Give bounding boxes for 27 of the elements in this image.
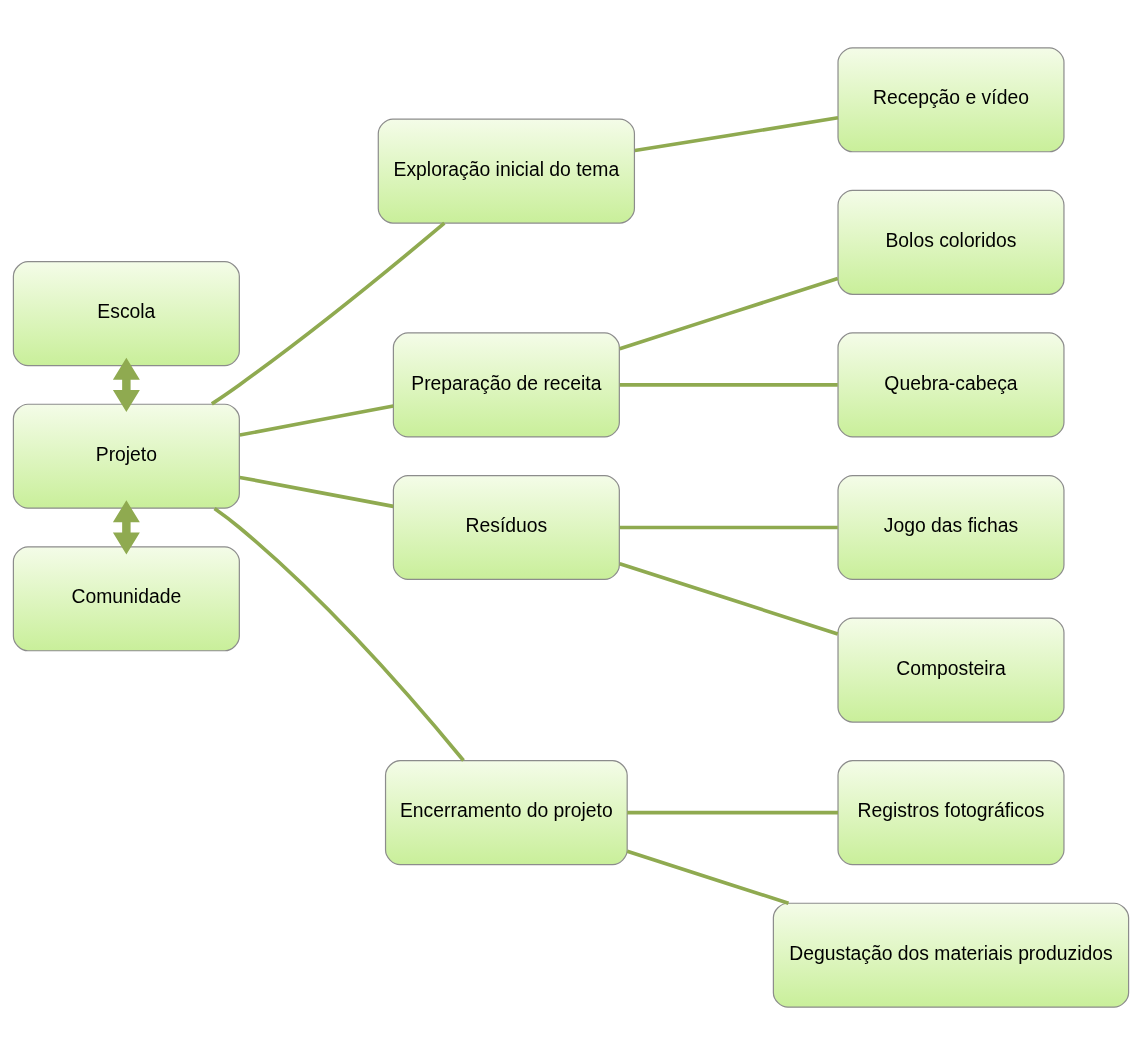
node-box: Escola [12,261,240,367]
connector [619,525,838,530]
connector [619,561,839,636]
connector [619,276,839,351]
node-box: Projeto [12,403,240,509]
node-box: Encerramento do projeto [384,760,628,866]
node-box: Bolos coloridos [837,189,1065,295]
node-box: Quebra-cabeça [837,332,1065,438]
node-box: Jogo das fichas [837,474,1065,581]
node-box: Resíduos [392,474,620,581]
connector [213,507,465,762]
node-box: Recepção e vídeo [837,47,1065,153]
arrow [112,500,140,555]
connector [210,221,446,406]
node-box: Composteira [837,617,1065,723]
connector [626,849,790,905]
node-box: Registros fotográficos [837,760,1065,866]
connector [627,810,838,815]
connector [239,404,394,437]
node-box: Degustação dos materiais produzidos [772,902,1130,1008]
node-box: Exploração inicial do tema [377,118,636,224]
node-box: Comunidade [12,546,240,652]
connector [619,383,838,387]
node-box: Preparação de receita [392,332,620,438]
arrow [112,357,140,412]
connector [634,116,839,153]
connector [239,475,394,509]
